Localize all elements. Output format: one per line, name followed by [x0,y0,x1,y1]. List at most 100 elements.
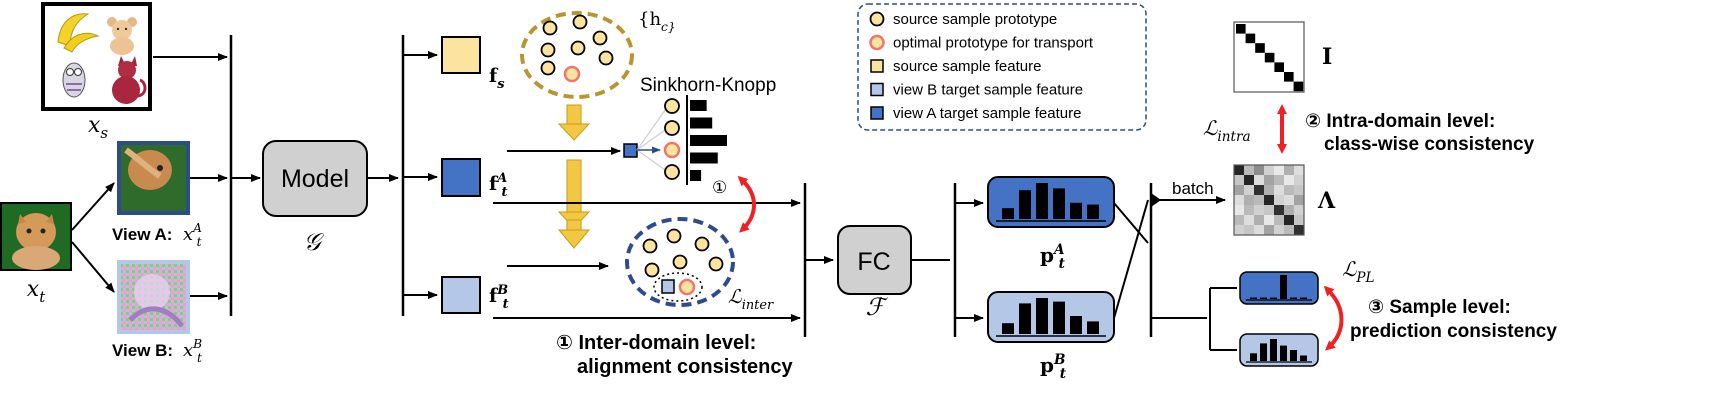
xt-label: xt [27,277,46,306]
lambda-cell [1274,165,1284,175]
prototype-dot [666,228,682,244]
lambda-cell [1254,195,1264,205]
identity-cell [1245,33,1256,44]
pB-box [987,291,1115,343]
prototype-dot [572,14,588,30]
lambda-cell [1274,225,1284,235]
lambda-cell [1254,185,1264,195]
legend-optimal-icon [869,34,885,51]
cat-icon [112,56,147,104]
legend-viewA-icon [870,106,884,120]
prototype-dot [540,42,556,58]
pl-a-bar [1290,297,1297,299]
pl-a-bar [1260,297,1267,299]
target-image [0,202,72,271]
sinkhorn-bar [690,100,707,111]
legend-viewB-icon [870,82,884,97]
view-b-image [117,260,190,334]
lambda-cell [1264,195,1274,205]
prototype-dot [570,40,586,56]
identity-diagonal [1236,24,1304,92]
prototype-dot [672,254,688,270]
pl-small-a-histogram [1246,275,1312,301]
legend-box [857,3,1147,131]
lambda-cell [1284,175,1294,185]
lambda-cell [1264,225,1274,235]
sinkhorn-bar [690,135,727,146]
lambda-cell [1274,185,1284,195]
lambda-cell [1294,165,1304,175]
pl-b-bar [1270,339,1277,361]
teddy-bear-icon [107,17,137,55]
lambda-cell [1294,215,1304,225]
lambda-cell [1284,215,1294,225]
transport-pair-ring [653,272,703,302]
pl-b-bar [1250,353,1257,361]
sinkhorn-bar [690,117,713,129]
lambda-cell [1254,165,1264,175]
l-inter-label: ℒinter [728,286,774,313]
view-a-feature-square [441,158,481,197]
owl-icon [62,62,86,98]
prototype-dot [664,164,680,180]
lambda-matrix [1234,165,1304,235]
sinkhorn-histogram [690,100,727,181]
pB-bar [1053,301,1065,334]
legend-prototype-icon [869,11,885,27]
identity-cell [1255,43,1265,53]
pl-small-b-box [1239,333,1319,367]
pB-bar [1002,323,1014,334]
target-ellipse [625,217,735,307]
legend-label: source sample prototype [893,11,1057,28]
identity-cell [1284,72,1294,82]
lambda-cell [1294,205,1304,215]
lambda-cell [1274,175,1284,185]
hc-label: {hc} [638,9,676,34]
lambda-cell [1244,185,1254,195]
lambda-cell [1294,185,1304,195]
optimal-prototype-dot [678,278,696,296]
lambda-cell [1234,205,1244,215]
pA-box [987,176,1115,228]
identity-cell [1236,24,1246,34]
pA-bar [1019,190,1031,219]
lambda-cell [1264,175,1274,185]
lambda-cell [1244,225,1254,235]
pA-bar [1070,202,1082,219]
model-symbol: 𝒢 [303,228,324,256]
xs-label: xs [88,113,108,142]
prototype-dot [694,236,710,252]
pl-red-arrow [1323,285,1344,351]
lambda-cell [1244,205,1254,215]
sinkhorn-title: Sinkhorn-Knopp [640,75,776,96]
lambda-cell [1294,175,1304,185]
lambda-cell [1264,185,1274,195]
fs-label: fs [489,65,504,92]
sample-level-line1: ③ Sample level: [1368,297,1511,318]
sinkhorn-bar [690,170,702,181]
pB-bar [1019,303,1031,334]
lambda-cell [1254,205,1264,215]
inter-level-line2: alignment consistency [577,356,793,378]
lambda-cell [1294,195,1304,205]
lambda-cell [1254,225,1264,235]
pA-histogram [996,183,1106,222]
source-feature-square [441,36,481,74]
legend-label: optimal prototype for transport [893,35,1094,52]
prototype-dot [664,98,680,114]
sample-level-line2: prediction consistency [1350,321,1557,342]
view-b-feature-square [441,276,481,314]
pA-bar [1053,188,1065,219]
pB-histogram [996,298,1106,337]
lambda-cell [1274,195,1284,205]
lambda-cell [1264,205,1274,215]
prototype-dot [598,50,614,66]
prototype-dot [708,256,724,272]
prototype-dot [664,120,680,136]
view-b-label: View B: [112,341,173,360]
legend-label: source sample feature [893,58,1041,75]
pl-small-a-box [1239,271,1319,305]
pA-bar [1036,183,1048,219]
lambda-cell [1234,225,1244,235]
